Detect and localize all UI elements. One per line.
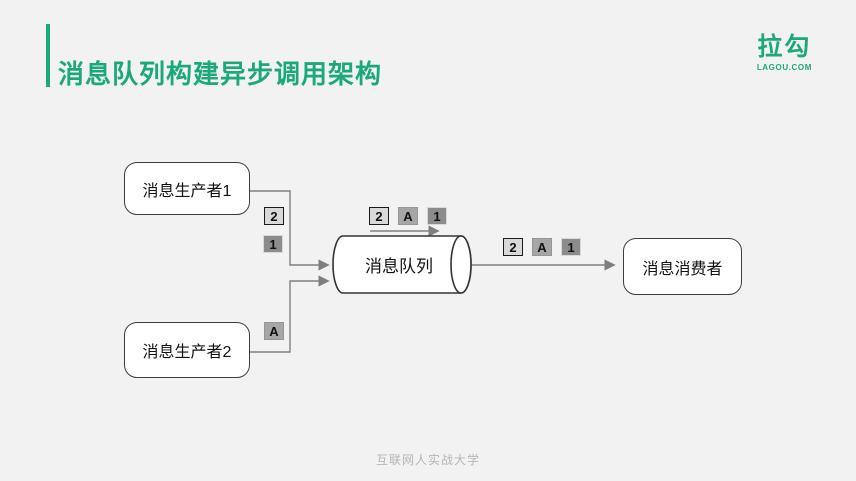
footer-text: 互联网人实战大学 xyxy=(375,453,480,467)
message-chip-a: A xyxy=(264,322,284,340)
logo-subtext: LAGOU.COM xyxy=(756,62,812,72)
message-chip-1: 1 xyxy=(561,238,581,256)
message-chip-2: 2 xyxy=(264,207,284,225)
node-producer1: 消息生产者1 xyxy=(124,162,250,215)
message-chip-a: A xyxy=(532,238,552,256)
node-producer2: 消息生产者2 xyxy=(124,322,250,378)
connector-producer1-to-queue xyxy=(250,190,330,271)
queue-cylinder xyxy=(332,235,472,294)
page-title: 消息队列构建异步调用架构 xyxy=(58,59,383,90)
node-consumer-label: 消息消费者 xyxy=(642,260,723,278)
lagou-logo: 拉勾 LAGOU.COM xyxy=(756,33,812,72)
message-chip-2: 2 xyxy=(369,207,389,225)
message-chip-1: 1 xyxy=(427,207,447,225)
node-producer1-label: 消息生产者1 xyxy=(142,182,232,200)
node-producer2-label: 消息生产者2 xyxy=(142,344,232,361)
message-chip-2: 2 xyxy=(503,238,523,256)
title-accent-bar xyxy=(46,24,50,87)
message-chip-1: 1 xyxy=(263,235,283,253)
message-chip-a: A xyxy=(398,207,418,225)
node-consumer: 消息消费者 xyxy=(623,238,742,295)
connector-producer2-to-queue xyxy=(250,275,330,353)
queue-cylinder-endcap xyxy=(450,235,472,294)
logo-text: 拉勾 xyxy=(757,33,812,61)
